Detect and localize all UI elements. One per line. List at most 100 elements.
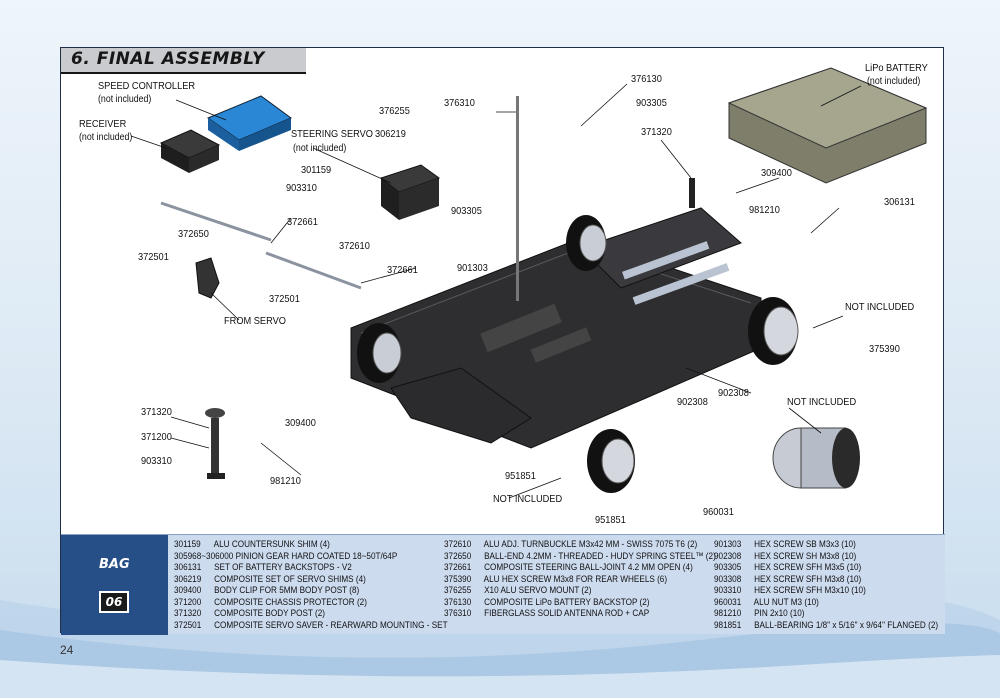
assembly-sheet: 6. FINAL ASSEMBLY: [60, 47, 945, 635]
part-code: 371320: [174, 608, 202, 619]
part-description: BODY CLIP FOR 5MM BODY POST (8): [214, 585, 360, 596]
part-code: 372610: [444, 539, 472, 550]
parts-list-row: 903310 HEX SCREW SFH M3x10 (10): [714, 585, 938, 597]
part-label-372501-right: 372501: [269, 293, 300, 305]
steering-servo-label: STEERING SERVO: [291, 128, 373, 140]
title-underline: [61, 72, 306, 74]
part-label-376310: 376310: [444, 97, 475, 109]
part-description: COMPOSITE CHASSIS PROTECTOR (2): [214, 596, 367, 608]
lipo-battery: [727, 67, 928, 184]
part-label-372661-top: 372661: [287, 216, 318, 228]
turnbuckle-2: [265, 251, 362, 290]
part-label-306131: 306131: [884, 196, 915, 208]
bag-number: 06: [99, 591, 129, 613]
lipo-battery-note: (not included): [867, 76, 921, 87]
parts-list-row: 376310 FIBERGLASS SOLID ANTENNA ROD + CA…: [444, 608, 716, 620]
part-description: ALU ADJ. TURNBUCKLE M3x42 MM - SWISS 707…: [483, 539, 698, 550]
receiver-note: (not included): [79, 132, 133, 143]
rear-right-wheel: [748, 297, 799, 365]
part-description: HEX SCREW SFH M3x8 (10): [754, 573, 862, 585]
part-code: 376310: [444, 608, 472, 619]
leader-lines: [130, 83, 862, 499]
exploded-diagram: [130, 67, 928, 499]
page-title: 6. FINAL ASSEMBLY: [71, 49, 265, 69]
rear-pod: [580, 207, 742, 305]
part-label-372661-bottom: 372661: [387, 264, 418, 276]
part-label-902308-right: 902308: [718, 387, 749, 399]
part-label-903310-bottom: 903310: [141, 455, 172, 467]
part-code: 309400: [174, 585, 202, 596]
part-description: ALU HEX SCREW M3x8 FOR REAR WHEELS (6): [483, 573, 668, 585]
part-label-371320-bottom: 371320: [141, 406, 172, 418]
part-description: HEX SCREW SB M3x3 (10): [754, 539, 856, 550]
part-description: PINION GEAR HARD COATED 18~50T/64P: [235, 550, 398, 562]
part-description: HEX SCREW SFH M3x10 (10): [754, 585, 866, 596]
part-description: BALL-BEARING 1/8" x 5/16" x 9/64" FLANGE…: [754, 619, 939, 631]
part-description: COMPOSITE SET OF SERVO SHIMS (4): [214, 573, 366, 585]
part-code: 902308: [714, 550, 742, 562]
part-description: SET OF BATTERY BACKSTOPS - V2: [214, 562, 352, 573]
lipo-battery-label: LiPo BATTERY: [865, 62, 928, 74]
parts-list-row: 981851 BALL-BEARING 1/8" x 5/16" x 9/64"…: [714, 620, 938, 632]
part-code: 372501: [174, 619, 202, 631]
part-code: 981210: [714, 608, 742, 619]
rear-left-wheel: [566, 215, 607, 271]
receiver-label: RECEIVER: [79, 118, 127, 130]
antenna-rod: [516, 96, 519, 301]
part-description: ALU COUNTERSUNK SHIM (4): [213, 539, 330, 550]
not-included-motor-label: NOT INCLUDED: [787, 396, 857, 408]
turnbuckle-1: [160, 201, 272, 242]
parts-list-row: 309400 BODY CLIP FOR 5MM BODY POST (8): [174, 585, 448, 597]
part-code: 901303: [714, 539, 742, 550]
speed-controller: [206, 95, 293, 151]
bag-label: BAG: [99, 557, 130, 572]
part-description: HEX SCREW SH M3x8 (10): [754, 550, 857, 562]
part-label-309400-top: 309400: [761, 167, 792, 179]
part-code: 301159: [174, 539, 201, 550]
speed-controller-label: SPEED CONTROLLER: [98, 80, 196, 92]
part-label-376130: 376130: [631, 73, 662, 85]
part-label-981210-top: 981210: [749, 204, 780, 216]
page-number: 24: [60, 643, 74, 657]
part-code: 981851: [714, 619, 742, 631]
parts-list-row: 981210 PIN 2x10 (10): [714, 608, 938, 620]
part-code: 306219: [174, 573, 202, 585]
part-code: 903310: [714, 585, 742, 596]
parts-list-row: 903305 HEX SCREW SFH M3x5 (10): [714, 562, 938, 574]
parts-list-row: 372610 ALU ADJ. TURNBUCKLE M3x42 MM - SW…: [444, 539, 716, 551]
part-description: PIN 2x10 (10): [754, 608, 805, 619]
parts-column-2: 372610 ALU ADJ. TURNBUCKLE M3x42 MM - SW…: [444, 539, 760, 620]
part-description: COMPOSITE STEERING BALL-JOINT 4.2 MM OPE…: [484, 562, 693, 573]
not-included-wheel-front-label: NOT INCLUDED: [493, 493, 563, 505]
part-description: HEX SCREW SFH M3x5 (10): [754, 562, 862, 573]
part-code: 371200: [174, 596, 202, 608]
front-right-wheel: [587, 429, 635, 493]
part-code: 960031: [714, 596, 742, 608]
bag-block: BAG 06: [61, 535, 168, 635]
part-code: 375390: [444, 573, 472, 585]
part-code: 372661: [444, 562, 472, 573]
parts-list-row: 306219 COMPOSITE SET OF SERVO SHIMS (4): [174, 574, 448, 586]
part-label-951851-bottom: 951851: [595, 514, 626, 526]
parts-list-row: 376130 COMPOSITE LiPo BATTERY BACKSTOP (…: [444, 597, 716, 609]
part-label-902308-left: 902308: [677, 396, 708, 408]
part-label-371320-top: 371320: [641, 126, 672, 138]
part-description: COMPOSITE BODY POST (2): [214, 608, 326, 619]
parts-list-row: 371320 COMPOSITE BODY POST (2): [174, 608, 448, 620]
part-description: ALU NUT M3 (10): [753, 596, 819, 608]
parts-column-1: 301159 ALU COUNTERSUNK SHIM (4)305968~30…: [174, 539, 492, 631]
part-description: COMPOSITE LiPo BATTERY BACKSTOP (2): [484, 596, 650, 608]
parts-list-row: 372661 COMPOSITE STEERING BALL-JOINT 4.2…: [444, 562, 716, 574]
part-label-306219: 306219: [375, 128, 406, 140]
receiver: [159, 129, 221, 173]
part-label-372650: 372650: [178, 228, 209, 240]
steering-servo: [379, 164, 441, 220]
steering-servo-note: (not included): [293, 143, 347, 154]
front-left-wheel: [357, 323, 402, 383]
part-label-309400-bottom: 309400: [285, 417, 316, 429]
part-label-371200: 371200: [141, 431, 172, 443]
parts-list-row: 301159 ALU COUNTERSUNK SHIM (4): [174, 539, 448, 551]
parts-list: BAG 06 301159 ALU COUNTERSUNK SHIM (4)30…: [61, 534, 945, 635]
part-label-903305-mid: 903305: [451, 205, 482, 217]
parts-list-row: 902308 HEX SCREW SH M3x8 (10): [714, 551, 938, 563]
